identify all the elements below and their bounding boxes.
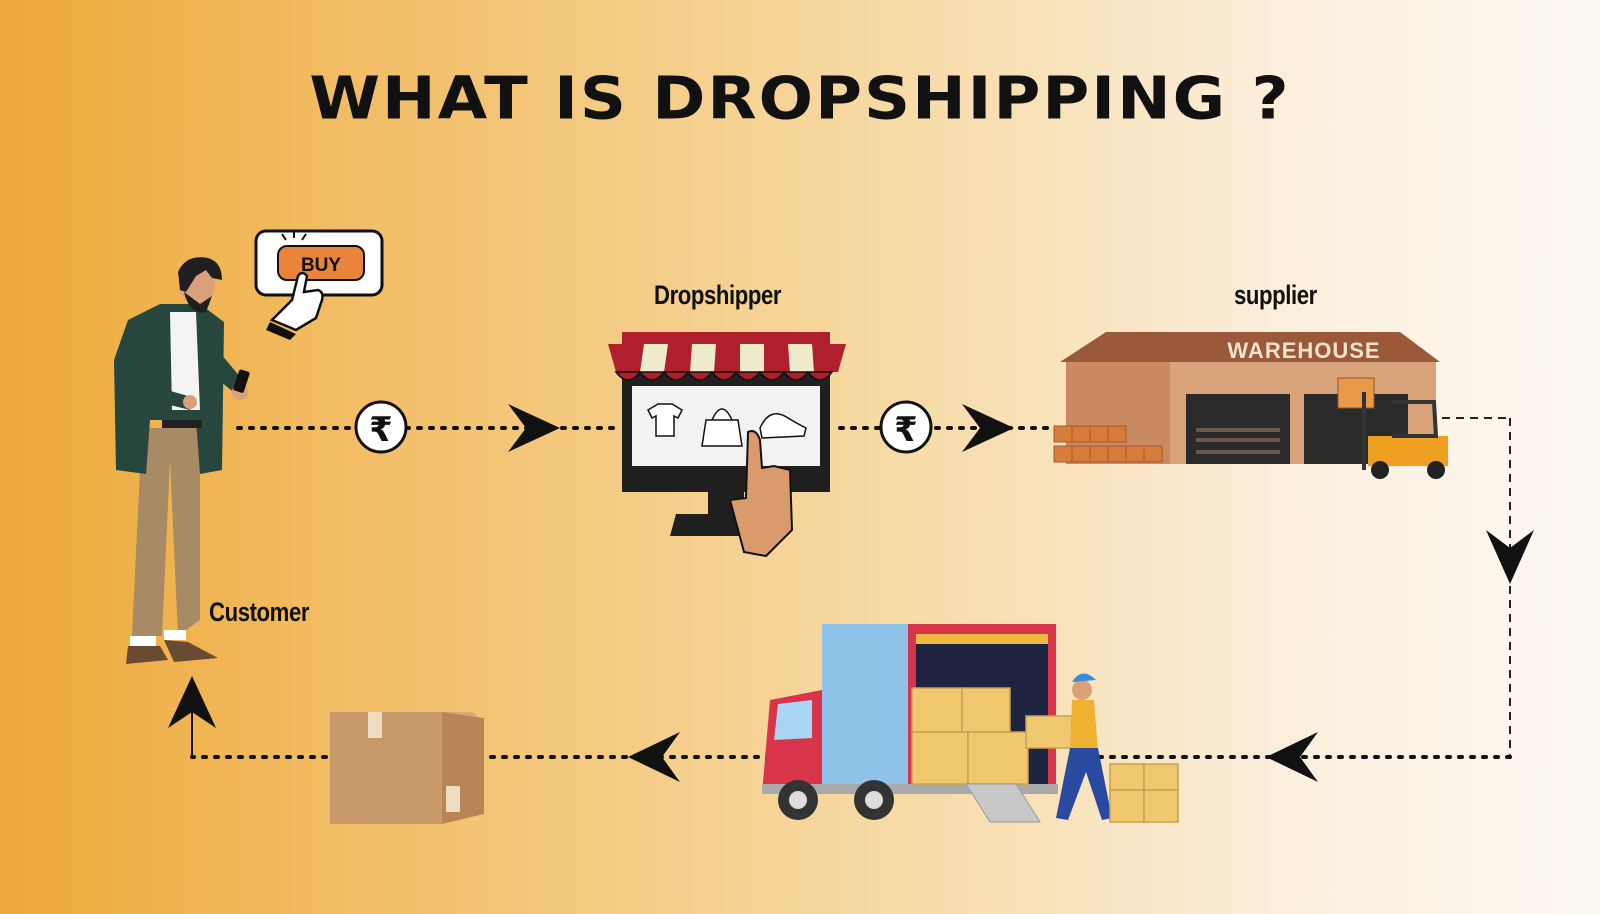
rupee-coin-icon: ₹ [354, 400, 408, 454]
warehouse-sign: WAREHOUSE [1227, 338, 1380, 363]
page-title: WHAT IS DROPSHIPPING ? [309, 64, 1291, 134]
forklift-icon [1337, 377, 1448, 479]
flow-arrow-customer-to-dropshipper [236, 404, 622, 452]
rupee-symbol: ₹ [894, 410, 918, 450]
customer-label: Customer [209, 597, 310, 627]
flow-arrow-to-customer [168, 676, 216, 757]
finger-pointer-icon [728, 430, 794, 558]
buy-button-illustration: BUY [254, 229, 384, 340]
cargo-boxes [911, 687, 1073, 785]
online-store-illustration [608, 332, 846, 558]
customer-figure [114, 257, 250, 664]
pointing-hand-icon [266, 271, 324, 340]
flow-arrow-to-truck [1098, 732, 1512, 782]
delivery-truck-illustration [762, 624, 1179, 823]
supplier-label: supplier [1234, 280, 1317, 310]
delivery-worker-figure [1056, 673, 1112, 820]
flow-arrow-supplier-down [1442, 417, 1534, 757]
rupee-coin-icon: ₹ [879, 400, 933, 454]
handbag-icon [701, 408, 743, 447]
shop-awning [608, 344, 846, 381]
dropshipper-label: Dropshipper [654, 280, 782, 310]
sandal-icon [759, 413, 807, 439]
flow-arrow-dropshipper-to-supplier [838, 404, 1052, 452]
buy-label: BUY [301, 255, 341, 276]
tshirt-icon [647, 403, 683, 437]
warehouse-illustration: WAREHOUSE [1053, 332, 1448, 479]
rupee-symbol: ₹ [369, 410, 393, 450]
parcel-box-icon [330, 712, 484, 824]
